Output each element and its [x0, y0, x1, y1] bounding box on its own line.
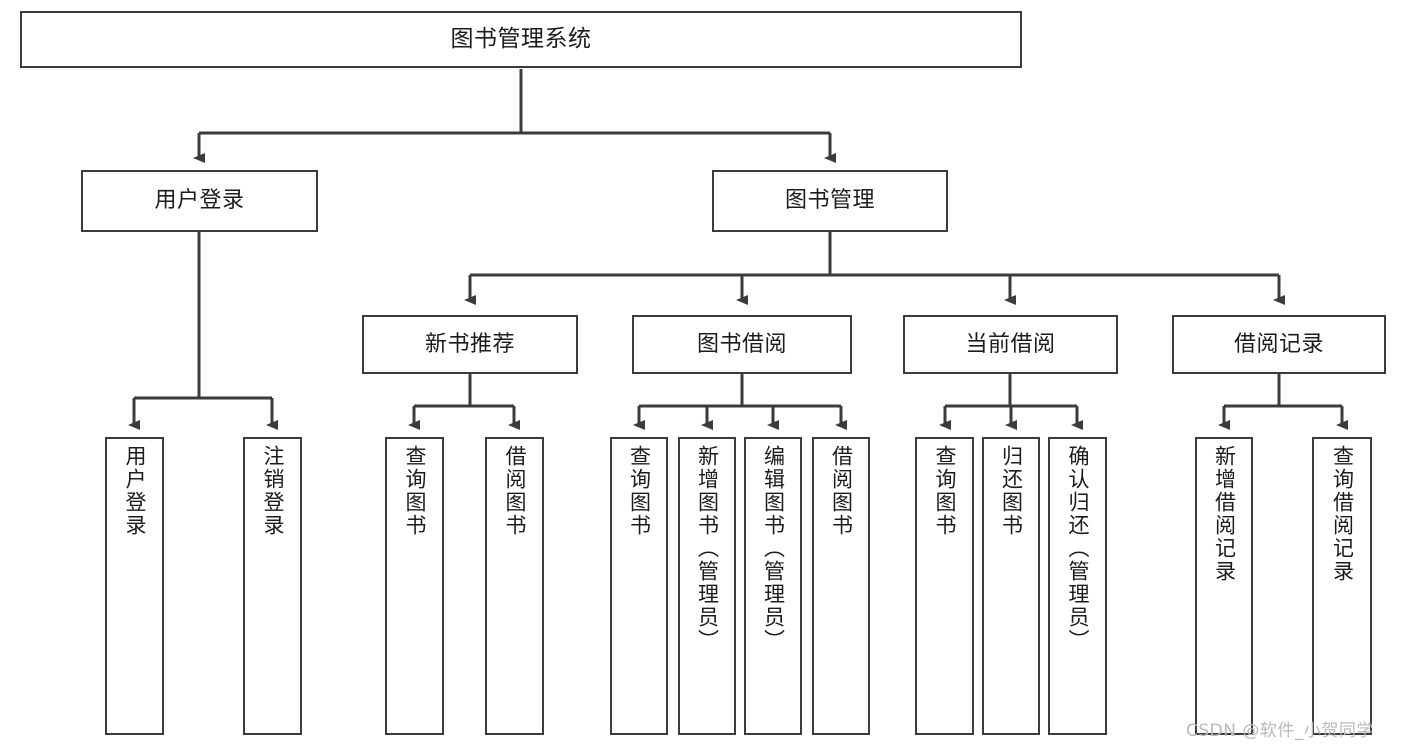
leaf-return-book[interactable]: 归还图书 — [982, 437, 1040, 735]
leaf-query-book-1[interactable]: 查询图书 — [385, 437, 444, 735]
node-label: 查询图书 — [627, 445, 652, 537]
node-label: 图书管理 — [784, 188, 875, 214]
leaf-borrow-book-2[interactable]: 借阅图书 — [812, 437, 870, 735]
leaf-query-book-2[interactable]: 查询图书 — [610, 437, 668, 735]
node-label: 借阅图书 — [503, 445, 527, 537]
node-label: 用户登录 — [123, 445, 147, 537]
node-root-system[interactable]: 图书管理系统 — [20, 11, 1022, 68]
node-label: 借阅记录 — [1233, 331, 1324, 357]
node-new-book-recommend[interactable]: 新书推荐 — [362, 315, 578, 374]
node-label: 编辑图书（管理员） — [761, 445, 786, 652]
leaf-user-login[interactable]: 用户登录 — [105, 437, 164, 735]
leaf-query-record[interactable]: 查询借阅记录 — [1312, 437, 1372, 735]
node-label: 图书借阅 — [696, 331, 787, 357]
node-label: 新增借阅记录 — [1212, 445, 1237, 583]
node-borrow-record[interactable]: 借阅记录 — [1172, 315, 1386, 374]
node-label: 注销登录 — [261, 445, 285, 537]
csdn-watermark: CSDN @软件_小贺同学 — [1186, 721, 1374, 741]
leaf-query-book-3[interactable]: 查询图书 — [915, 437, 974, 735]
node-user-login[interactable]: 用户登录 — [81, 170, 318, 232]
node-label: 查询图书 — [403, 445, 427, 537]
node-label: 归还图书 — [999, 445, 1024, 537]
node-book-management[interactable]: 图书管理 — [712, 170, 948, 232]
leaf-add-record[interactable]: 新增借阅记录 — [1195, 437, 1253, 735]
leaf-add-book[interactable]: 新增图书（管理员） — [678, 437, 736, 735]
node-label: 确认归还（管理员） — [1066, 445, 1090, 652]
node-label: 借阅图书 — [829, 445, 854, 537]
node-label: 新书推荐 — [424, 331, 515, 357]
leaf-confirm-return[interactable]: 确认归还（管理员） — [1048, 437, 1107, 735]
leaf-logout-login[interactable]: 注销登录 — [243, 437, 302, 735]
node-label: 当前借阅 — [965, 331, 1056, 357]
leaf-edit-book[interactable]: 编辑图书（管理员） — [744, 437, 802, 735]
node-label: 查询借阅记录 — [1330, 445, 1355, 583]
node-label: 用户登录 — [154, 188, 245, 214]
node-label: 图书管理系统 — [450, 25, 592, 52]
node-label: 查询图书 — [933, 445, 957, 537]
leaf-borrow-book-1[interactable]: 借阅图书 — [485, 437, 544, 735]
node-current-borrow[interactable]: 当前借阅 — [903, 315, 1118, 374]
node-label: 新增图书（管理员） — [695, 445, 720, 652]
node-book-borrow[interactable]: 图书借阅 — [632, 315, 852, 374]
